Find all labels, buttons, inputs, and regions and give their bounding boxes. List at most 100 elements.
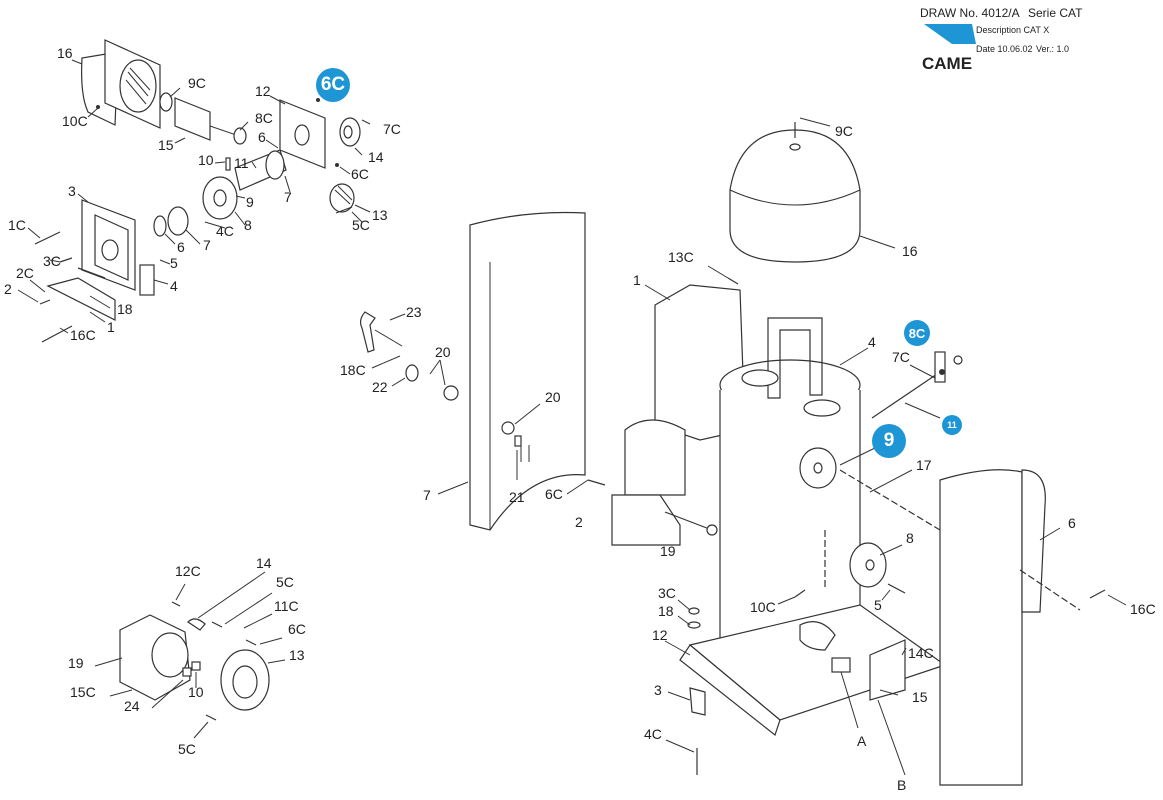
part-label: 5 bbox=[170, 255, 178, 271]
cover-5 bbox=[939, 469, 1023, 786]
part-label: 13 bbox=[372, 207, 388, 223]
encoder-assembly bbox=[94, 571, 286, 739]
part-label: 1 bbox=[633, 272, 641, 288]
description: Description CAT X bbox=[976, 25, 1050, 35]
part-label: 5C bbox=[276, 574, 294, 590]
screw-5 bbox=[887, 583, 906, 594]
date: Date 10.06.02 bbox=[976, 44, 1033, 54]
screw-2 bbox=[39, 299, 51, 305]
part-label: 15C bbox=[70, 684, 96, 700]
part-label: 12C bbox=[175, 563, 201, 579]
rotor-15 bbox=[174, 97, 211, 141]
part-label: 9 bbox=[246, 194, 254, 210]
motor-bracket bbox=[611, 494, 681, 546]
part-label: B bbox=[897, 777, 907, 793]
part-label: 15 bbox=[158, 137, 174, 153]
bracket-3 bbox=[689, 687, 706, 716]
knob-19 bbox=[706, 524, 718, 536]
part-label: 18C bbox=[340, 362, 366, 378]
part-label: 4 bbox=[868, 334, 876, 350]
lock-20 bbox=[443, 385, 459, 401]
lock-20b bbox=[501, 421, 515, 435]
bearing-9c bbox=[159, 92, 173, 112]
encoder-gear bbox=[151, 632, 189, 678]
part-label: 16C bbox=[70, 327, 96, 343]
part-label: 6C bbox=[288, 621, 306, 637]
column-assembly bbox=[611, 117, 1127, 786]
part-label: 7C bbox=[383, 121, 401, 137]
gear-24 bbox=[182, 667, 192, 677]
clip-21 bbox=[514, 435, 522, 447]
part-label: 14 bbox=[368, 149, 384, 165]
washer-7b bbox=[167, 206, 189, 236]
part-label: 21 bbox=[509, 489, 525, 505]
part-label: 19 bbox=[68, 655, 84, 671]
screw-13c bbox=[727, 277, 739, 285]
part-label: A bbox=[857, 733, 867, 749]
key-22 bbox=[405, 364, 419, 382]
bush-6 bbox=[153, 215, 167, 237]
part-label: 1C bbox=[8, 217, 26, 233]
part-label: 7 bbox=[203, 237, 211, 253]
highlighted-part-badge: 6C bbox=[316, 68, 350, 102]
part-label: 23 bbox=[406, 304, 422, 320]
part-label: 5C bbox=[352, 217, 370, 233]
part-label: 6 bbox=[1068, 515, 1076, 531]
screw-16c bbox=[1089, 589, 1106, 599]
part-label: 5 bbox=[874, 597, 882, 613]
pin-10 bbox=[225, 157, 231, 171]
part-label: 18 bbox=[117, 301, 133, 317]
part-label: 2 bbox=[575, 514, 583, 530]
bracket-4 bbox=[139, 264, 155, 296]
part-label: 4C bbox=[216, 223, 234, 239]
part-label: 2 bbox=[4, 281, 12, 297]
gear-10 bbox=[191, 661, 201, 671]
part-label: 8 bbox=[244, 217, 252, 233]
part-label: 16C bbox=[1130, 601, 1156, 617]
part-label: 9C bbox=[188, 75, 206, 91]
column-cover-assembly bbox=[359, 211, 606, 531]
handle bbox=[767, 317, 823, 399]
gearmotor-assembly bbox=[17, 39, 371, 343]
brand-swoosh-icon bbox=[924, 24, 976, 44]
draw-number: DRAW No. 4012/A bbox=[920, 6, 1020, 20]
screw-1c bbox=[34, 231, 61, 245]
part-label: 6C bbox=[351, 166, 369, 182]
cover-6 bbox=[1021, 469, 1046, 613]
part-label: 12 bbox=[255, 83, 271, 99]
part-label: 14 bbox=[256, 555, 272, 571]
part-label: 11 bbox=[234, 155, 249, 171]
part-label: 9C bbox=[835, 123, 853, 139]
part-label: 3C bbox=[658, 585, 676, 601]
part-label: 10C bbox=[750, 599, 776, 615]
part-label: 15 bbox=[912, 689, 928, 705]
part-label: 16 bbox=[57, 45, 73, 61]
lever-14 bbox=[187, 618, 206, 631]
part-label: 24 bbox=[124, 698, 140, 714]
part-label: 1 bbox=[107, 319, 115, 335]
part-label: 3C bbox=[43, 253, 61, 269]
part-label: 8C bbox=[255, 110, 273, 126]
motor-stator bbox=[119, 59, 157, 113]
part-label: 10 bbox=[198, 152, 214, 168]
part-label: 14C bbox=[908, 645, 934, 661]
part-label: 22 bbox=[372, 379, 388, 395]
part-a bbox=[831, 657, 851, 673]
shaft-18 bbox=[77, 267, 106, 279]
screw-10c bbox=[794, 589, 806, 598]
bracket-15 bbox=[869, 639, 906, 701]
highlighted-part-badge: 11 bbox=[942, 415, 962, 435]
bearing-8c bbox=[233, 127, 247, 145]
brand-logo: CAME bbox=[922, 54, 973, 73]
screw-16c bbox=[41, 325, 73, 343]
title-block: DRAW No. 4012/A Serie CAT Description CA… bbox=[920, 6, 1160, 76]
screw-5c bbox=[211, 621, 223, 628]
part-label: 7 bbox=[423, 487, 431, 503]
release-lever-1 bbox=[46, 277, 116, 321]
highlighted-part-badge: 9 bbox=[872, 424, 906, 458]
screw-6c bbox=[587, 479, 606, 486]
part-label: 12 bbox=[652, 627, 668, 643]
part-label: 13 bbox=[289, 647, 305, 663]
part-label: 6 bbox=[177, 239, 185, 255]
